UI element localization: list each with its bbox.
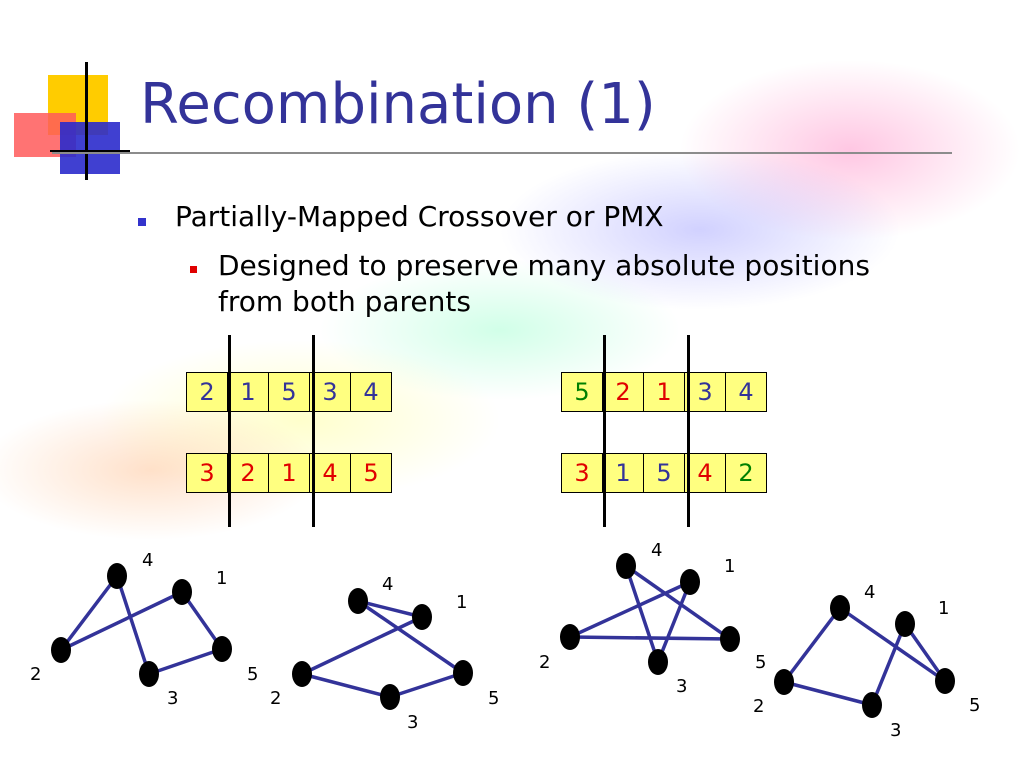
node [51, 637, 71, 663]
gene-cell: 3 [309, 372, 351, 412]
cut-line-right [312, 335, 315, 527]
bullet-marker [138, 218, 146, 226]
node-label: 2 [270, 688, 281, 709]
bullet-pmx: Partially-Mapped Crossover or PMX [175, 200, 664, 233]
node [348, 588, 368, 614]
gene-cell: 3 [561, 453, 603, 493]
node [107, 563, 127, 589]
node-label: 3 [407, 712, 418, 733]
node-label: 3 [167, 688, 178, 709]
sub-bullet-marker [190, 266, 197, 273]
node [935, 668, 955, 694]
node-label: 5 [488, 688, 499, 709]
node [774, 669, 794, 695]
node [830, 595, 850, 621]
node [560, 624, 580, 650]
node [380, 684, 400, 710]
node-label: 4 [142, 550, 153, 571]
node-label: 2 [753, 696, 764, 717]
cut-line-right-offspring [687, 335, 690, 527]
gene-cell: 3 [186, 453, 228, 493]
gene-cell: 5 [350, 453, 392, 493]
gene-cell: 2 [725, 453, 767, 493]
node-label: 4 [651, 540, 662, 561]
node [172, 579, 192, 605]
gene-cell: 1 [227, 372, 269, 412]
node-label: 4 [864, 582, 875, 603]
gene-cell: 5 [268, 372, 310, 412]
node-label: 5 [247, 664, 258, 685]
node [292, 661, 312, 687]
cut-line-left-offspring [603, 335, 606, 527]
title-rule [52, 152, 952, 154]
sub-bullet-text: Designed to preserve many absolute posit… [218, 249, 870, 318]
node [412, 604, 432, 630]
node [648, 649, 668, 675]
node [139, 661, 159, 687]
gene-cell: 5 [561, 372, 603, 412]
node-label: 3 [890, 720, 901, 741]
gene-cell: 2 [186, 372, 228, 412]
node [720, 626, 740, 652]
node-label: 1 [724, 556, 735, 577]
gene-cell: 5 [643, 453, 685, 493]
node-label: 5 [755, 652, 766, 673]
node [895, 611, 915, 637]
gene-cell: 4 [725, 372, 767, 412]
node [680, 569, 700, 595]
node-label: 5 [969, 695, 980, 716]
node [616, 553, 636, 579]
node-label: 1 [216, 568, 227, 589]
slide-title: Recombination (1) [140, 72, 656, 137]
node-label: 2 [30, 664, 41, 685]
gene-cell: 1 [643, 372, 685, 412]
node-label: 3 [676, 676, 687, 697]
cut-line-left [228, 335, 231, 527]
node-label: 1 [938, 598, 949, 619]
node-label: 1 [456, 592, 467, 613]
gene-cell: 1 [602, 453, 644, 493]
node [862, 692, 882, 718]
node [212, 636, 232, 662]
gene-cell: 1 [268, 453, 310, 493]
gene-cell: 4 [350, 372, 392, 412]
gene-cell: 4 [309, 453, 351, 493]
node-label: 2 [539, 652, 550, 673]
gene-cell: 2 [227, 453, 269, 493]
node-label: 4 [382, 574, 393, 595]
node [453, 660, 473, 686]
